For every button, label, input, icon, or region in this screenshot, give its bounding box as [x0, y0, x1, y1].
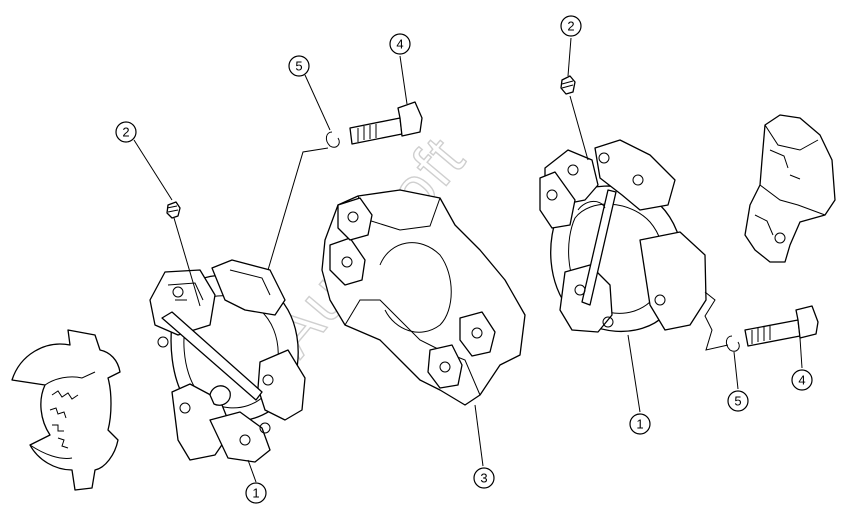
callout-4-right-label: 4 [798, 373, 805, 388]
right-grease-fitting [560, 75, 576, 95]
callout-3: 3 [473, 467, 495, 489]
yoke-spline-teeth [49, 390, 79, 449]
callout-4-right: 4 [791, 369, 813, 391]
callout-1-left-label: 1 [252, 486, 259, 501]
right-universal-joint-cross [539, 139, 707, 333]
callout-5-right-label: 5 [734, 394, 741, 409]
callout-4-left-label: 4 [396, 37, 403, 52]
callout-2-left-label: 2 [122, 125, 129, 140]
left-yoke-flange [11, 329, 121, 491]
left-grease-fitting [166, 201, 181, 219]
right-yoke-flange [744, 114, 836, 263]
callout-1-right: 1 [629, 413, 651, 435]
callout-1-left: 1 [245, 482, 267, 504]
right-lock-washer [725, 335, 740, 352]
left-cap-bolt [349, 101, 423, 145]
callout-5-left: 5 [288, 55, 310, 77]
callout-1-right-label: 1 [636, 417, 643, 432]
right-cap-bolt [744, 305, 819, 347]
callout-3-label: 3 [480, 471, 487, 486]
callout-5-right: 5 [727, 390, 749, 412]
center-double-yoke [321, 189, 526, 406]
callout-4-left: 4 [389, 33, 411, 55]
callout-2-right: 2 [560, 15, 582, 37]
left-lock-washer [325, 131, 340, 148]
callout-5-left-label: 5 [295, 59, 302, 74]
callout-2-left: 2 [115, 121, 137, 143]
callout-2-right-label: 2 [567, 19, 574, 34]
leader-lines [133, 37, 803, 483]
left-universal-joint-cross [149, 259, 306, 463]
